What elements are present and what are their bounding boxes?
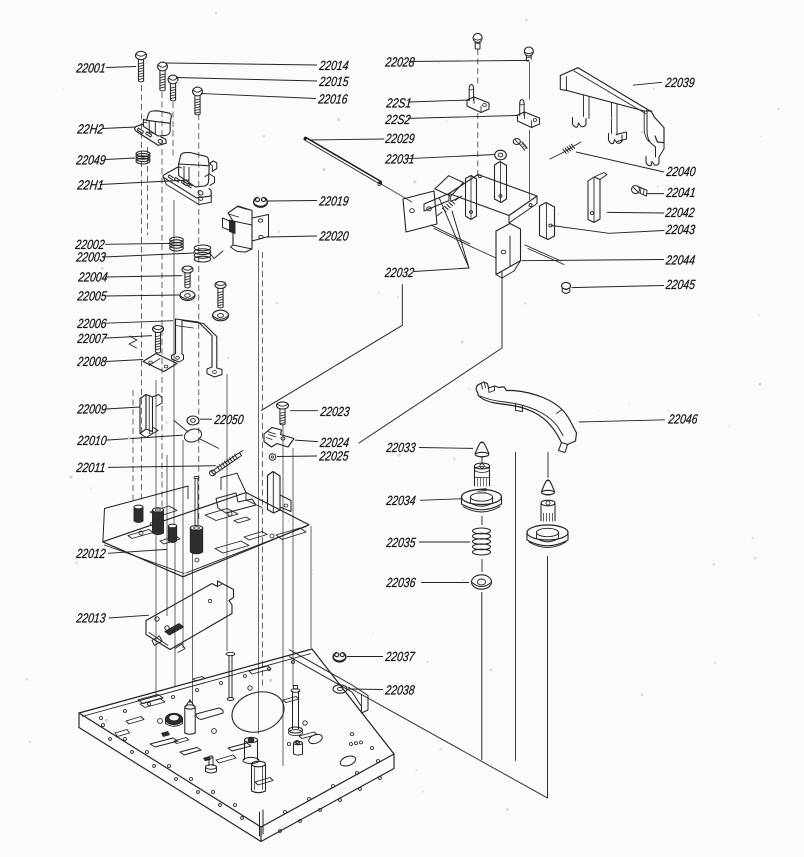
svg-text:22031: 22031 <box>384 152 416 167</box>
svg-text:22H1: 22H1 <box>76 178 105 193</box>
svg-text:22009: 22009 <box>76 402 108 417</box>
svg-text:22044: 22044 <box>664 253 696 268</box>
svg-text:22029: 22029 <box>384 131 416 146</box>
svg-text:22043: 22043 <box>664 222 696 237</box>
svg-text:22S2: 22S2 <box>384 112 412 127</box>
svg-text:22042: 22042 <box>664 205 696 220</box>
svg-text:22006: 22006 <box>76 316 108 331</box>
svg-text:22001: 22001 <box>75 61 107 76</box>
svg-text:22020: 22020 <box>318 229 350 244</box>
svg-text:22034: 22034 <box>385 493 417 508</box>
svg-text:22039: 22039 <box>664 75 696 90</box>
svg-text:22025: 22025 <box>318 449 350 464</box>
svg-text:22024: 22024 <box>318 435 350 450</box>
svg-text:22033: 22033 <box>385 440 417 455</box>
svg-text:22019: 22019 <box>318 194 350 209</box>
svg-text:22040: 22040 <box>665 164 697 179</box>
svg-text:22007: 22007 <box>76 331 108 346</box>
svg-text:22016: 22016 <box>317 92 349 107</box>
svg-text:22012: 22012 <box>75 546 107 561</box>
svg-text:22002: 22002 <box>74 237 106 252</box>
svg-text:22041: 22041 <box>665 185 697 200</box>
svg-text:22013: 22013 <box>75 611 107 626</box>
svg-text:22015: 22015 <box>318 74 350 89</box>
svg-text:22036: 22036 <box>385 575 417 590</box>
svg-text:22038: 22038 <box>384 683 416 698</box>
svg-text:22011: 22011 <box>75 460 107 475</box>
svg-text:22045: 22045 <box>664 277 696 292</box>
svg-text:22035: 22035 <box>385 535 417 550</box>
svg-text:22023: 22023 <box>319 404 351 419</box>
svg-text:22049: 22049 <box>75 153 107 168</box>
svg-text:22014: 22014 <box>318 58 350 73</box>
svg-text:22037: 22037 <box>384 649 416 664</box>
svg-text:22046: 22046 <box>667 412 699 427</box>
svg-text:22008: 22008 <box>76 354 108 369</box>
svg-text:22032: 22032 <box>383 265 415 280</box>
svg-text:22H2: 22H2 <box>76 122 105 137</box>
svg-text:22S1: 22S1 <box>385 96 413 111</box>
svg-text:22004: 22004 <box>77 270 109 285</box>
svg-text:22005: 22005 <box>76 289 108 304</box>
svg-text:22050: 22050 <box>213 412 245 427</box>
svg-text:22010: 22010 <box>76 433 108 448</box>
svg-text:22003: 22003 <box>75 250 107 265</box>
svg-text:22028: 22028 <box>384 55 416 70</box>
